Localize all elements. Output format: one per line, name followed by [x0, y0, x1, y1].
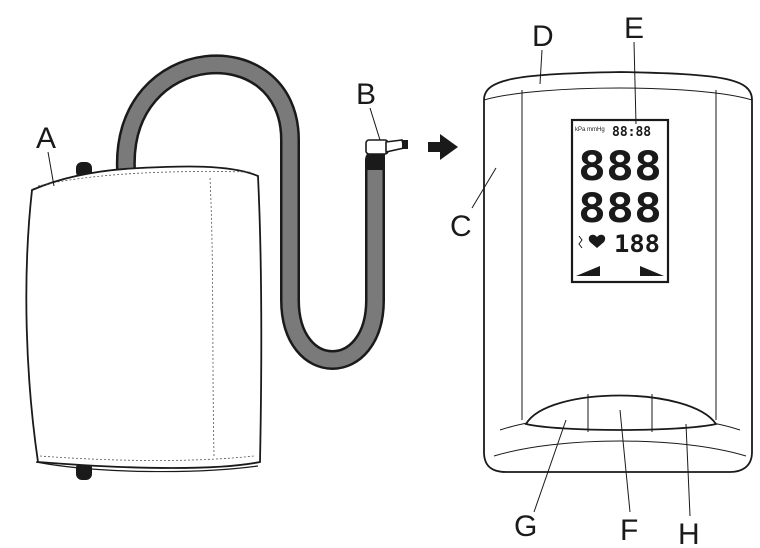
bar-indicator-left [576, 266, 600, 276]
leader-line-b [369, 107, 381, 141]
leader-line-h [685, 423, 691, 517]
label-f: F [620, 514, 638, 547]
leader-line-d [539, 49, 543, 85]
heart-icon [588, 234, 606, 248]
label-d: D [532, 20, 554, 53]
top-row-digits: 88:88 [612, 125, 651, 140]
label-h: H [678, 518, 700, 548]
label-g: G [514, 510, 537, 543]
cuff-icon [25, 162, 263, 480]
right-arrow-icon [428, 134, 458, 160]
systolic-readout: 888 [578, 144, 662, 190]
unit-label: kPa mmHg [575, 127, 605, 133]
leader-line-e [633, 41, 637, 125]
leader-line-f [619, 409, 631, 513]
leader-line-a [47, 151, 55, 187]
bar-indicator-right [640, 266, 664, 276]
leader-line-c [471, 167, 497, 209]
air-plug-icon [365, 139, 408, 170]
air-tube [115, 54, 385, 370]
pulse-wave-icon [578, 235, 583, 249]
diastolic-readout: 888 [578, 186, 662, 232]
buttons-group [524, 394, 718, 432]
monitor-icon: kPa mmHg 88:88 888 888 188 [483, 71, 753, 473]
lcd-screen: kPa mmHg 88:88 888 888 188 [570, 118, 670, 284]
label-e: E [624, 12, 644, 45]
label-b: B [356, 78, 376, 111]
leader-line-g [533, 419, 567, 513]
label-c: C [450, 210, 472, 243]
pulse-readout: 188 [614, 230, 660, 258]
label-a: A [36, 122, 56, 155]
